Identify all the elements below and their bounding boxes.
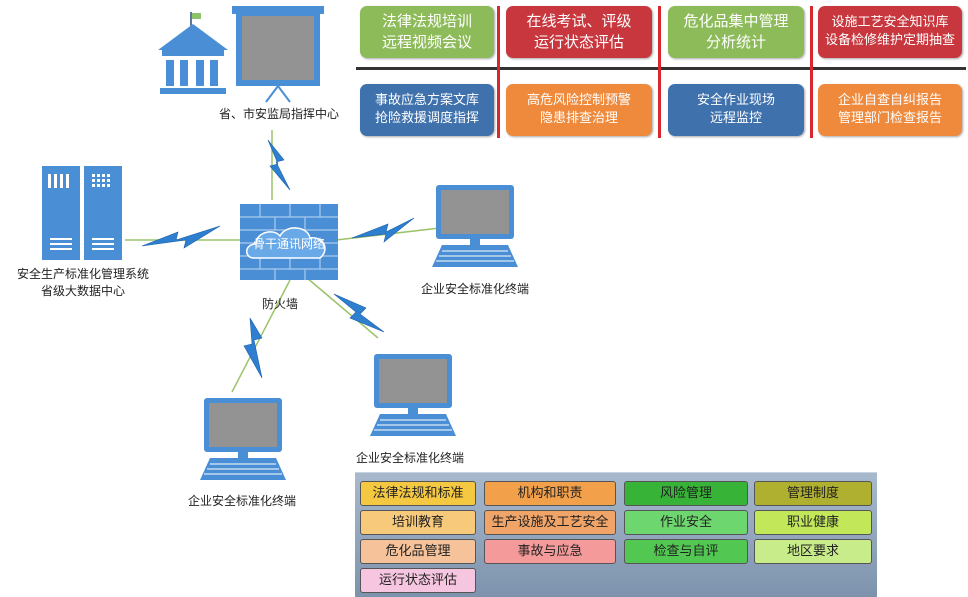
terminal-right-label: 企业安全标准化终端 [420, 282, 529, 296]
feature-tile-line1: 安全作业现场 [696, 93, 775, 108]
lightning-bolt-left [141, 225, 221, 249]
command-center-label: 省、市安监局指挥中心 [218, 107, 339, 121]
data-center-label-line2: 省级大数据中心 [40, 284, 125, 298]
feature-tile-line2: 抢险救援调度指挥 [374, 111, 479, 126]
feature-divider-horizontal [356, 67, 966, 70]
feature-tile-line1: 在线考试、评级 [526, 12, 632, 30]
module-cell: 作业安全 [624, 510, 748, 535]
module-cell: 法律法规和标准 [360, 481, 476, 506]
feature-tile: 事故应急方案文库抢险救援调度指挥 [360, 84, 494, 136]
module-cell: 机构和职责 [484, 481, 616, 506]
module-cell: 危化品管理 [360, 539, 476, 564]
module-cell: 地区要求 [754, 539, 872, 564]
feature-tile: 安全作业现场远程监控 [668, 84, 804, 136]
feature-tile-line2: 运行状态评估 [533, 33, 624, 51]
terminal-bottom-label: 企业安全标准化终端 [187, 494, 296, 508]
feature-tile-line1: 企业自查自纠报告 [837, 93, 942, 108]
lightning-bolt-bottom-right [333, 293, 385, 333]
feature-tile-line1: 事故应急方案文库 [374, 93, 479, 108]
module-cell: 事故与应急 [484, 539, 616, 564]
terminal-middle-label: 企业安全标准化终端 [355, 451, 464, 465]
firewall-icon [240, 204, 338, 280]
feature-tile-line1: 设施工艺安全知识库 [831, 15, 949, 30]
firewall-label: 防火墙 [261, 297, 298, 311]
feature-divider-vertical [810, 6, 813, 138]
bank-building-icon [158, 12, 228, 94]
feature-tile-line2: 远程视频会议 [381, 33, 472, 51]
feature-tile: 企业自查自纠报告管理部门检查报告 [818, 84, 962, 136]
module-cell: 培训教育 [360, 510, 476, 535]
server-rack-icon [42, 166, 122, 260]
feature-tile-line2: 远程监控 [709, 111, 762, 126]
module-cell: 检查与自评 [624, 539, 748, 564]
module-cell: 运行状态评估 [360, 568, 476, 593]
feature-tile: 设施工艺安全知识库设备检修维护定期抽查 [818, 6, 962, 58]
feature-tile-line2: 设备检修维护定期抽查 [824, 33, 955, 48]
network-label: 骨干通讯网络 [252, 237, 325, 251]
feature-tile: 法律法规培训远程视频会议 [360, 6, 494, 58]
module-cell: 风险管理 [624, 481, 748, 506]
computer-terminal-icon [200, 398, 286, 480]
computer-terminal-icon [370, 354, 456, 436]
feature-divider-vertical [497, 6, 500, 138]
feature-tile-line2: 管理部门检查报告 [837, 111, 942, 126]
module-cell: 职业健康 [754, 510, 872, 535]
computer-terminal-icon [432, 185, 518, 267]
feature-tile-line1: 危化品集中管理 [683, 12, 789, 30]
lightning-bolt-bottom-left [243, 317, 263, 379]
feature-tile: 在线考试、评级运行状态评估 [506, 6, 652, 58]
feature-divider-vertical [658, 6, 661, 138]
module-cell: 管理制度 [754, 481, 872, 506]
lightning-bolt-top [267, 139, 291, 191]
lightning-bolt-right [351, 217, 415, 243]
data-center-label-line1: 安全生产标准化管理系统 [16, 267, 149, 281]
feature-tile-line1: 法律法规培训 [381, 12, 472, 30]
feature-tile-line2: 分析统计 [705, 33, 766, 51]
projector-screen-icon [232, 6, 324, 103]
feature-tile: 高危风险控制预警隐患排查治理 [506, 84, 652, 136]
feature-tile: 危化品集中管理分析统计 [668, 6, 804, 58]
module-cell: 生产设施及工艺安全 [484, 510, 616, 535]
module-panel: 法律法规和标准 机构和职责 风险管理 管理制度 培训教育 生产设施及工艺安全 作… [355, 472, 877, 597]
feature-tile-line1: 高危风险控制预警 [526, 93, 631, 108]
feature-tile-line2: 隐患排查治理 [539, 111, 618, 126]
